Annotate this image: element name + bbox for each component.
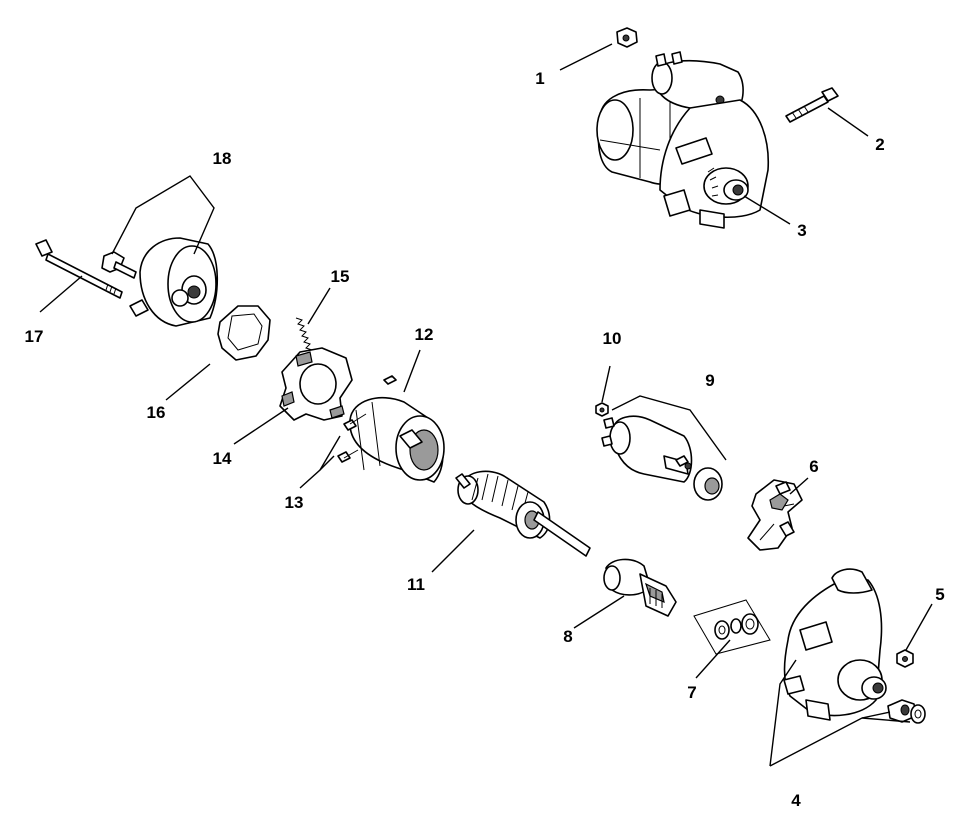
callout-10: 10 bbox=[603, 329, 622, 348]
callout-12: 12 bbox=[415, 325, 434, 344]
part-14-brush-holder bbox=[279, 347, 353, 421]
part-17-through-bolt bbox=[35, 239, 123, 299]
callout-7: 7 bbox=[687, 683, 696, 702]
part-16-insulator-plate bbox=[217, 305, 271, 361]
part-2-bolt bbox=[785, 87, 839, 123]
callout-14: 14 bbox=[213, 449, 232, 468]
part-5-nut bbox=[896, 649, 914, 668]
callout-2: 2 bbox=[875, 135, 884, 154]
part-6-shift-lever bbox=[747, 479, 803, 551]
callout-labels: 1 2 3 4 5 6 7 8 9 10 11 12 13 14 15 16 1… bbox=[25, 69, 945, 810]
callout-17: 17 bbox=[25, 327, 44, 346]
callout-4: 4 bbox=[791, 791, 801, 810]
callout-15: 15 bbox=[331, 267, 350, 286]
part-1-nut bbox=[616, 27, 638, 48]
callout-13: 13 bbox=[285, 493, 304, 512]
part-9-solenoid bbox=[601, 415, 723, 501]
part-7-washers bbox=[693, 599, 771, 655]
part-13-brushes bbox=[337, 413, 367, 463]
callout-3: 3 bbox=[797, 221, 806, 240]
part-15-spring bbox=[295, 317, 313, 351]
part-11-armature bbox=[455, 470, 591, 557]
callout-11: 11 bbox=[407, 575, 425, 594]
part-3-starter-assembly bbox=[596, 51, 770, 229]
callout-16: 16 bbox=[147, 403, 166, 422]
part-8-pinion-clutch bbox=[603, 558, 677, 617]
part-4-drive-housing bbox=[783, 568, 926, 724]
callout-5: 5 bbox=[935, 585, 944, 604]
callout-6: 6 bbox=[809, 457, 818, 476]
part-12-field-frame bbox=[349, 375, 445, 483]
part-18-end-frame bbox=[101, 237, 219, 327]
callout-1: 1 bbox=[535, 69, 544, 88]
callout-9: 9 bbox=[705, 371, 714, 390]
callout-18: 18 bbox=[213, 149, 232, 168]
leader-lines bbox=[39, 43, 933, 767]
callout-8: 8 bbox=[563, 627, 572, 646]
part-10-nut bbox=[595, 402, 609, 417]
